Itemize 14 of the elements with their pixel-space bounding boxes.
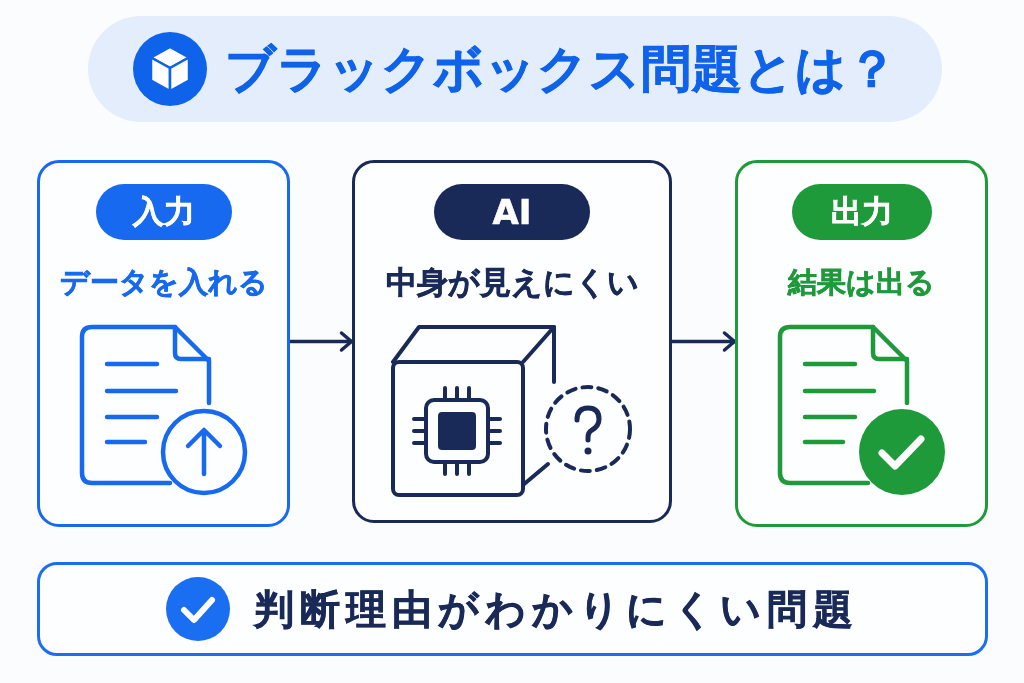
step-tag: AI <box>434 184 590 240</box>
step-description: データを入れる <box>59 264 268 301</box>
summary-text: 判断理由がわかりにくい問題 <box>254 585 859 633</box>
step-description: 中身が見えにくい <box>385 263 639 302</box>
step-tag: 出力 <box>791 184 932 240</box>
step-tag: 入力 <box>95 184 232 240</box>
title-text: ブラックボックス問題とは？ <box>224 39 898 99</box>
arrow <box>670 331 737 352</box>
step-description: 結果は出る <box>788 264 935 301</box>
summary-bar <box>37 562 988 656</box>
step-card <box>352 160 672 523</box>
step-card <box>735 160 988 527</box>
arrow <box>288 331 354 352</box>
step-card <box>37 160 290 527</box>
